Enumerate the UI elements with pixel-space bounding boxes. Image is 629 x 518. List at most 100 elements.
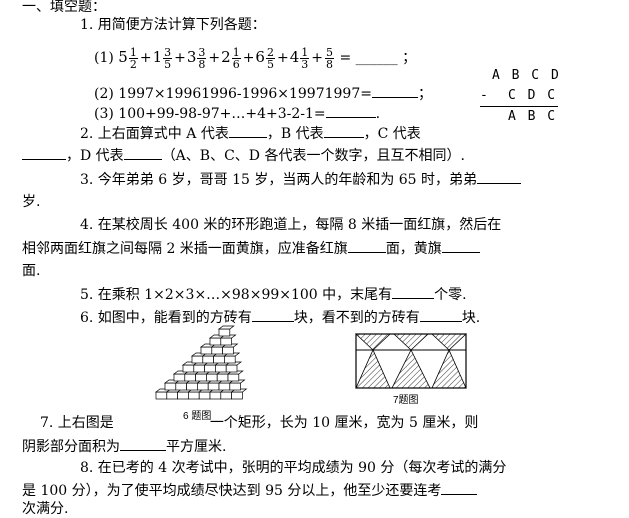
denominator: 8 — [325, 57, 333, 71]
q1-part3: (3) 100+99-98-97+…+4+3-2-1=. — [94, 104, 380, 123]
subtraction-line — [480, 106, 558, 107]
q7-text-b: 一个矩形，长为 10 厘米，宽为 5 厘米，则 — [209, 415, 479, 431]
brick — [198, 391, 211, 400]
q3-text: 3. 今年弟弟 6 岁，哥哥 15 岁，当两人的年龄和为 65 时，弟弟 — [80, 172, 478, 188]
brick — [155, 391, 168, 400]
answer-blank-d[interactable] — [123, 146, 162, 160]
brick — [173, 373, 186, 382]
plus-sign: + — [174, 50, 186, 66]
q5: 5. 在乘积 1×2×3×…×98×99×100 中，末尾有个零. — [80, 285, 467, 304]
brick — [215, 364, 227, 373]
q4-line3: 面. — [22, 263, 41, 279]
brick — [166, 391, 178, 400]
brick — [202, 355, 214, 364]
plus-sign: + — [242, 50, 255, 66]
brick — [188, 391, 200, 400]
answer-blank[interactable] — [325, 104, 376, 118]
brick — [227, 373, 240, 382]
brick — [220, 391, 232, 400]
numerator: 2 — [265, 45, 275, 59]
denominator: 8 — [198, 57, 206, 71]
plus-sign: + — [208, 50, 221, 66]
brick — [186, 382, 198, 391]
q6-text-c: 块. — [461, 310, 481, 326]
q2-text-a: 2. 上右面算式中 A 代表 — [80, 126, 229, 142]
subtraction-row2: C D C — [508, 88, 558, 103]
q1-part2-text: (2) 1997×19961996-1996×19971997= — [94, 86, 372, 102]
brick — [225, 364, 238, 373]
answer-blank-yellow[interactable] — [441, 239, 480, 253]
q6-text-a: 6. 如图中，能看到的方砖有 — [80, 310, 252, 326]
brick — [209, 337, 222, 346]
denominator: 5 — [164, 57, 172, 71]
subtraction-minus: - — [480, 88, 490, 103]
numerator: 1 — [231, 45, 241, 59]
answer-blank-a[interactable] — [228, 124, 267, 138]
q1-part2: (2) 1997×19961996-1996×19971997= ； — [94, 84, 432, 103]
brick — [200, 346, 213, 355]
answer-blank[interactable] — [441, 481, 478, 495]
shaded-triangle — [355, 349, 391, 389]
denominator: 5 — [266, 57, 274, 71]
answer-blank[interactable] — [120, 437, 166, 451]
brick — [229, 382, 241, 391]
q7-text-a2: 阴影部分面积为 — [22, 439, 120, 455]
brick — [216, 373, 229, 382]
answer-blank[interactable] — [371, 84, 418, 98]
answer-blank-red[interactable] — [347, 239, 386, 253]
q1-part2-end: ； — [417, 86, 432, 102]
brick — [206, 373, 218, 382]
brick — [204, 364, 216, 373]
q7-text-b2: 平方厘米. — [166, 439, 227, 455]
denominator: 3 — [301, 57, 309, 71]
brick — [175, 382, 187, 391]
subtraction-row3: A B C — [508, 109, 558, 124]
shaded-rectangle-figure — [354, 333, 468, 389]
brick-pyramid-figure — [154, 325, 248, 400]
numerator: 1 — [128, 45, 138, 59]
q2-text-d: ，D 代表 — [66, 148, 124, 164]
q3-line2: 岁. — [22, 194, 41, 210]
brick — [224, 355, 236, 364]
brick — [218, 382, 231, 391]
mixed-number-whole: 6 — [255, 48, 265, 66]
brick — [211, 346, 223, 355]
fig7-caption: 7题图 — [393, 395, 419, 406]
answer-blank-visible[interactable] — [251, 308, 294, 322]
q6-text-b: 块，看不到的方砖有 — [293, 310, 420, 326]
q2-text-c: ，C 代表 — [363, 126, 421, 142]
brick — [213, 355, 225, 364]
answer-blank-c[interactable] — [22, 146, 66, 160]
shaded-triangle — [354, 333, 392, 351]
brick — [191, 355, 204, 364]
brick — [184, 373, 196, 382]
shaded-triangle — [430, 333, 468, 351]
plus-sign: + — [311, 50, 323, 66]
brick — [220, 337, 232, 346]
q1-part1-label: (1) — [94, 50, 114, 66]
brick — [195, 373, 207, 382]
numerator: 1 — [300, 45, 310, 59]
plus-sign: + — [139, 50, 152, 66]
q4-text-a: 相邻两面红旗之间每隔 2 米插一面黄旗，应准备红旗 — [22, 241, 348, 257]
answer-blank[interactable] — [477, 170, 522, 184]
brick — [193, 364, 205, 373]
subtraction-row1: A B C D — [492, 68, 561, 83]
shaded-triangle — [431, 349, 467, 389]
q7-text-a: 7. 上右图是 — [40, 415, 114, 431]
mixed-number-whole: 3 — [186, 48, 197, 66]
brick-top — [217, 325, 235, 330]
answer-blank[interactable] — [392, 285, 435, 299]
q5-text-a: 5. 在乘积 1×2×3×…×98×99×100 中，末尾有 — [80, 287, 393, 303]
answer-blank-hidden[interactable] — [419, 308, 462, 322]
q6: 6. 如图中，能看到的方砖有 块，看不到的方砖有 块. — [80, 308, 480, 327]
q8-line3: 次满分. — [22, 501, 69, 517]
answer-blank-b[interactable] — [323, 124, 364, 138]
